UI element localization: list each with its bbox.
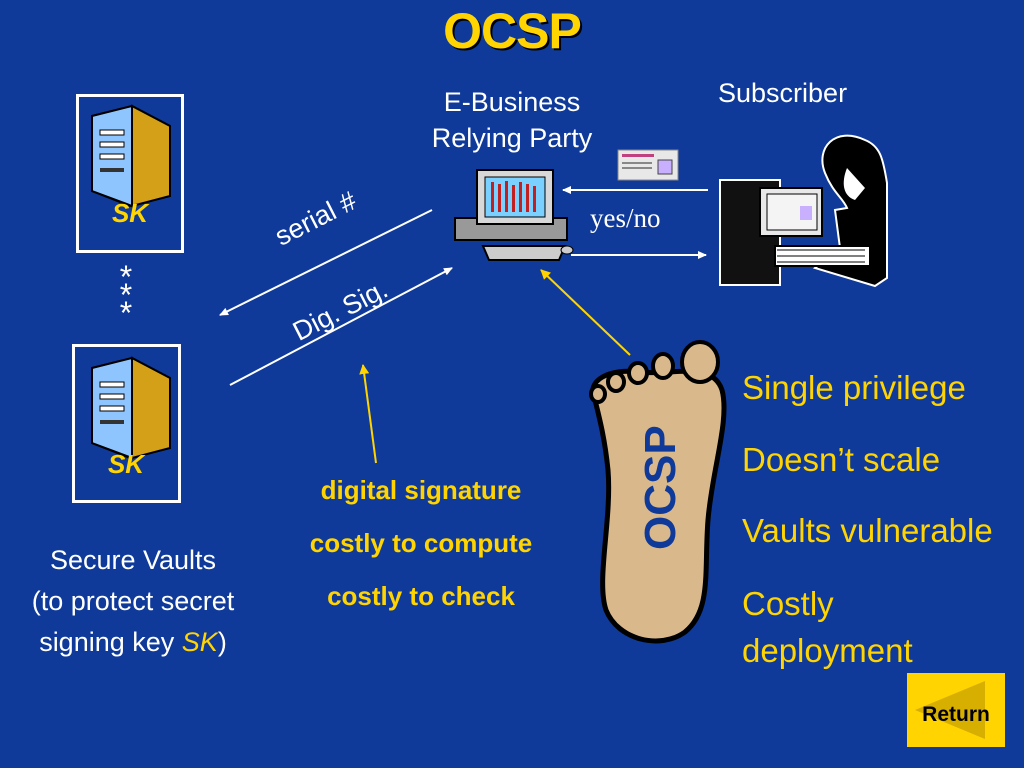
arrow-cost: [359, 364, 377, 464]
subscriber-label: Subscriber: [718, 78, 848, 108]
secure-vaults-line1: Secure Vaults: [49, 545, 217, 575]
issue-item: Doesn’t scale: [742, 441, 941, 478]
issue-item: deployment: [742, 632, 913, 669]
server-icon: [91, 104, 171, 208]
issue-item: Vaults vulnerable: [742, 512, 993, 549]
relying-party-line2: Relying Party: [431, 123, 593, 153]
sk-label-top: SK: [111, 198, 149, 228]
secure-vaults-line3: signing key SK): [8, 622, 258, 663]
secure-vaults-line3-prefix: signing key: [39, 627, 182, 657]
secure-vaults-line2: (to protect secret: [31, 586, 235, 616]
cost-item: costly to compute: [309, 528, 533, 558]
yesno-label: yes/no: [590, 203, 661, 233]
page-title: OCSP: [443, 3, 582, 59]
secure-vaults-caption: Secure Vaults (to protect secret signing…: [8, 540, 258, 663]
issue-item: Single privilege: [742, 369, 966, 406]
arrow-foot: [540, 269, 631, 356]
return-button[interactable]: Return: [907, 673, 1005, 747]
certificate-icon: [617, 149, 679, 181]
foot-label: OCSP: [636, 425, 685, 550]
cost-item: costly to check: [327, 581, 515, 611]
server-icon: [91, 356, 171, 460]
secure-vaults-line3-suffix: ): [217, 627, 227, 657]
relying-party-line1: E-Business: [443, 87, 581, 117]
return-label: Return: [922, 703, 990, 726]
secure-vaults-key: SK: [181, 627, 218, 657]
computer-icon: [454, 169, 574, 261]
sk-label-bottom: SK: [107, 449, 145, 479]
arrow-serial: [219, 209, 433, 316]
relying-party-label: E-Business Relying Party: [412, 84, 612, 156]
subscriber-icon: [719, 134, 888, 288]
vault-box-bottom: [72, 344, 181, 503]
vault-separator: * * *: [119, 259, 133, 331]
issue-item: Costly: [742, 585, 834, 622]
vault-box-top: [76, 94, 184, 253]
cost-item: digital signature: [320, 475, 522, 505]
foot-icon: [589, 340, 727, 644]
arrow-digsig: [229, 267, 453, 386]
return-arrow-icon: [915, 681, 985, 739]
